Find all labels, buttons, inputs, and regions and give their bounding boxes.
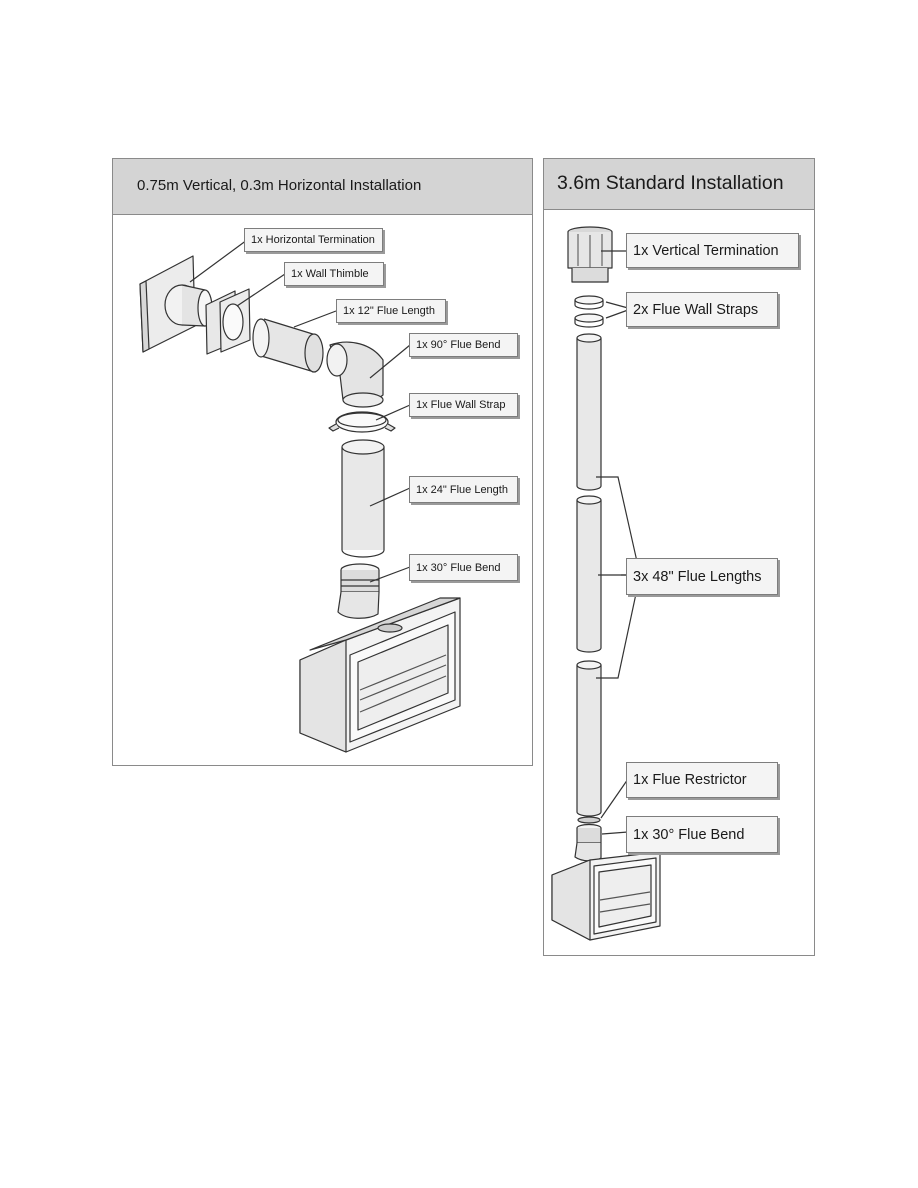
flue-length-48-part-3	[576, 660, 602, 817]
callout-flue-wall-strap: 1x Flue Wall Strap	[409, 393, 518, 417]
panel-header: 0.75m Vertical, 0.3m Horizontal Installa…	[113, 159, 532, 215]
right-leader-lines	[596, 250, 641, 835]
flue-wall-strap-part	[328, 411, 396, 433]
callout-flue-restrictor: 1x Flue Restrictor	[626, 762, 778, 798]
panel-header: 3.6m Standard Installation	[544, 159, 814, 210]
callout-flue-lengths-48: 3x 48" Flue Lengths	[626, 558, 778, 595]
callout-horizontal-termination: 1x Horizontal Termination	[244, 228, 383, 252]
flue-length-48-part-1	[576, 333, 602, 491]
flue-bend-30-part	[337, 563, 380, 619]
flue-length-24-part	[341, 439, 385, 558]
panel-title: 0.75m Vertical, 0.3m Horizontal Installa…	[137, 177, 422, 194]
flue-length-48-part-2	[576, 495, 602, 653]
callout-vertical-termination: 1x Vertical Termination	[626, 233, 799, 268]
panel-title: 3.6m Standard Installation	[557, 172, 784, 194]
fireplace-unit-right	[551, 851, 661, 941]
callout-flue-length-12: 1x 12" Flue Length	[336, 299, 446, 323]
callout-flue-bend-30: 1x 30° Flue Bend	[409, 554, 518, 581]
flue-bend-90-part	[326, 341, 384, 408]
callout-flue-wall-straps: 2x Flue Wall Straps	[626, 292, 778, 327]
flue-wall-straps-part	[574, 295, 604, 328]
callout-flue-bend-90: 1x 90° Flue Bend	[409, 333, 518, 357]
callout-wall-thimble: 1x Wall Thimble	[284, 262, 384, 286]
flue-restrictor-part	[577, 816, 601, 824]
vertical-termination-part	[567, 226, 613, 283]
callout-flue-bend-30: 1x 30° Flue Bend	[626, 816, 778, 853]
wall-thimble-part	[205, 288, 251, 355]
callout-flue-length-24: 1x 24" Flue Length	[409, 476, 518, 503]
flue-bend-30-part	[574, 823, 602, 862]
fireplace-unit-left	[299, 597, 461, 753]
left-leader-lines	[189, 239, 411, 583]
flue-length-12-part	[252, 318, 324, 373]
